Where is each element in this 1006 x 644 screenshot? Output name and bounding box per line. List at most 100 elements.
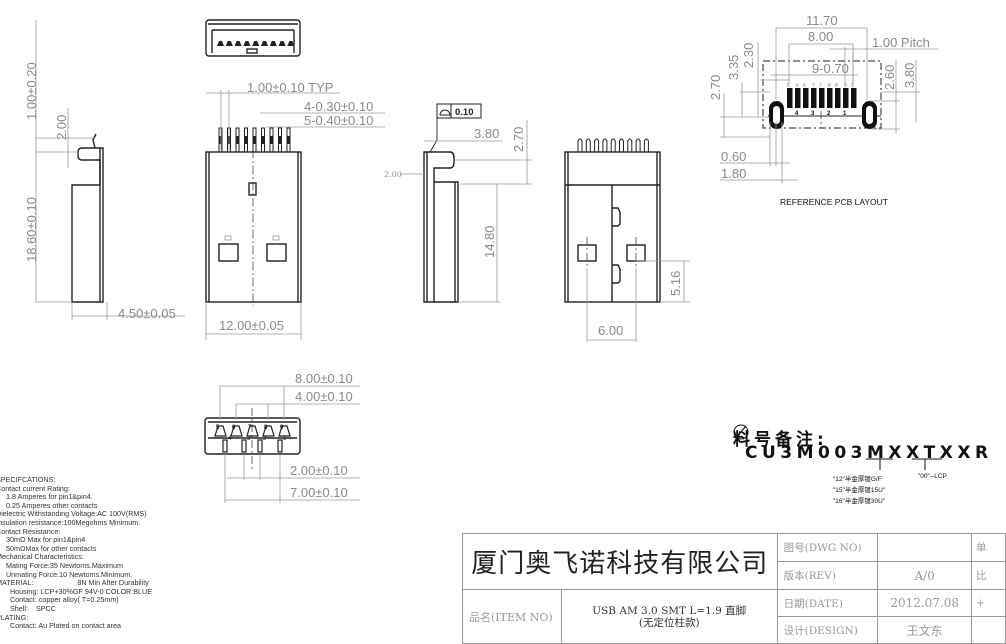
dim-pcb-7: 2.30 (741, 43, 756, 68)
spec-line: Dielectric Withstanding Voltage:AC 100V(… (0, 509, 147, 519)
dim-profile-4: 14.80 (482, 225, 497, 258)
front-view: 1.00±0.10 TYP 4-0.30±0.10 5-0.40±0.10 12… (205, 80, 385, 340)
spec-line: Contact current Rating: (0, 483, 70, 493)
dim-pcb-8: 2.60 (882, 65, 897, 90)
drawing-canvas: 1.00±0.20 2.00 18.60±0.10 4.50±0.05 1.0 (24, 13, 942, 503)
dim-side-4: 4.50±0.05 (118, 306, 176, 321)
contact-pin (261, 41, 268, 46)
dim-front-3: 5-0.40±0.10 (304, 113, 373, 128)
dim-side-3: 18.60±0.10 (24, 197, 39, 262)
pad-number: 9 (851, 83, 854, 89)
solder-tail (585, 138, 591, 152)
flatness-value: 0.10 (455, 107, 474, 118)
dim-profile-1: 3.80 (474, 126, 499, 141)
dim-profile-2: 2.70 (511, 127, 526, 152)
spec-line: Mechanical Characteristics: (0, 552, 84, 562)
scale-label: 比 (971, 561, 1006, 590)
dim-front-2: 4-0.30±0.10 (304, 99, 373, 114)
solder-tail (619, 138, 624, 152)
pin-number: 8 (264, 425, 268, 431)
dim-front-1: 1.00±0.10 TYP (247, 80, 333, 95)
pad-number: 5 (787, 83, 790, 89)
design-edge (971, 616, 1006, 644)
date-label: 日期(DATE) (776, 589, 879, 617)
contact-pin (277, 439, 283, 453)
pcb-pad (787, 88, 793, 108)
part-number-title: 料号备注: (733, 430, 828, 450)
spec-line: 50mΩMax for other contacts (0, 543, 97, 553)
design-value: 王文东 (877, 616, 972, 644)
dim-pcb-4: 9-0.70 (812, 61, 849, 76)
pin-number: 5 (216, 425, 220, 431)
dim-end-3: 2.00±0.10 (290, 463, 348, 478)
pad-number: 8 (828, 83, 831, 89)
contact-pin (278, 425, 291, 437)
top-end-view (205, 19, 301, 57)
pin-number: 2 (263, 436, 267, 442)
item-value-line2: (无定位柱款) (638, 616, 700, 629)
rev-value: A/0 (877, 561, 972, 590)
date-value: 2012.07.08 (877, 589, 972, 617)
design-label: 设计(DESIGN) (776, 616, 879, 644)
pin-number: 9 (280, 425, 284, 431)
pcb-pad (803, 88, 809, 108)
solder-tail (594, 138, 600, 152)
solder-tail (577, 138, 583, 152)
dim-pcb-5: 2.70 (708, 75, 723, 100)
contact-pin (278, 41, 286, 46)
dwg-no-label: 图号(DWG NO) (776, 533, 879, 562)
solder-tail-mark (244, 136, 248, 144)
contact-pin (230, 425, 243, 437)
part-number-code: CU3M003MXXTXXR (745, 443, 993, 463)
solder-tail (635, 138, 641, 152)
pcb-pad (795, 88, 801, 108)
pad-number: 1 (843, 111, 847, 117)
pad-number: 6 (796, 83, 799, 89)
item-label: 品名(ITEM NO) (462, 589, 562, 644)
company-name: 厦门奥飞诺科技有限公司 (462, 533, 778, 590)
item-value-line1: USB AM 3.0 SMT L=1.9 直脚 (592, 604, 747, 617)
contact-pin (222, 439, 228, 453)
contact-pin (225, 41, 233, 46)
dim-pcb-10: 0.60 (721, 149, 746, 164)
pad-number: 9 (844, 83, 847, 89)
contact-pin (243, 41, 251, 46)
solder-tail-mark (253, 136, 256, 144)
pcb-pad (851, 88, 857, 108)
dim-front-4: 12.00±0.05 (219, 318, 284, 333)
contact-pin (246, 425, 259, 437)
spec-line: Housing: LCP+30%GF 94V-0 COLOR:BLUE (0, 586, 152, 596)
profile-view: 0.10 3.80 2.70 2.00 14.80 (384, 103, 532, 303)
pin-number: 3 (247, 436, 251, 442)
spec-line: Unmating Force:10 Newtoms.Minimum. (0, 569, 133, 579)
contact-pin (214, 425, 227, 437)
pcb-caption: REFERENCE PCB LAYOUT (780, 197, 888, 207)
part-note-left-1: "12"半金厚镀G/F (833, 476, 882, 483)
solder-tail (643, 138, 649, 152)
solder-tail (602, 138, 608, 152)
spec-line: SPECIFCATIONS: (0, 475, 56, 484)
specifications-block: SPECIFCATIONS:Contact current Rating: 1.… (0, 475, 152, 631)
solder-tail-mark (219, 136, 222, 144)
pcb-pad (811, 88, 817, 108)
contact-pin (269, 41, 277, 46)
pad-number: 3 (811, 111, 815, 117)
dim-end-4: 7.00±0.10 (290, 485, 348, 500)
dim-pcb-11: 1.80 (721, 166, 746, 181)
spec-line: PLATING: (0, 612, 29, 622)
contact-pin (252, 41, 260, 46)
date-edge: + (971, 589, 1006, 617)
spec-line: MATERIAL: 8N Min After Durability (0, 578, 149, 588)
item-value: USB AM 3.0 SMT L=1.9 直脚 (无定位柱款) (560, 589, 778, 644)
dim-bottom-2: 6.00 (598, 323, 623, 338)
pcb-pad (835, 88, 841, 108)
solder-tail-mark (261, 136, 265, 144)
spec-line: Contact Resistance: (0, 526, 61, 536)
solder-tail-mark (270, 136, 273, 144)
contact-pin (241, 439, 247, 453)
pin-number: 4 (228, 436, 232, 442)
dim-end-1: 8.00±0.10 (295, 371, 353, 386)
pad-number: 7 (819, 83, 822, 89)
contact-pin (217, 41, 224, 46)
